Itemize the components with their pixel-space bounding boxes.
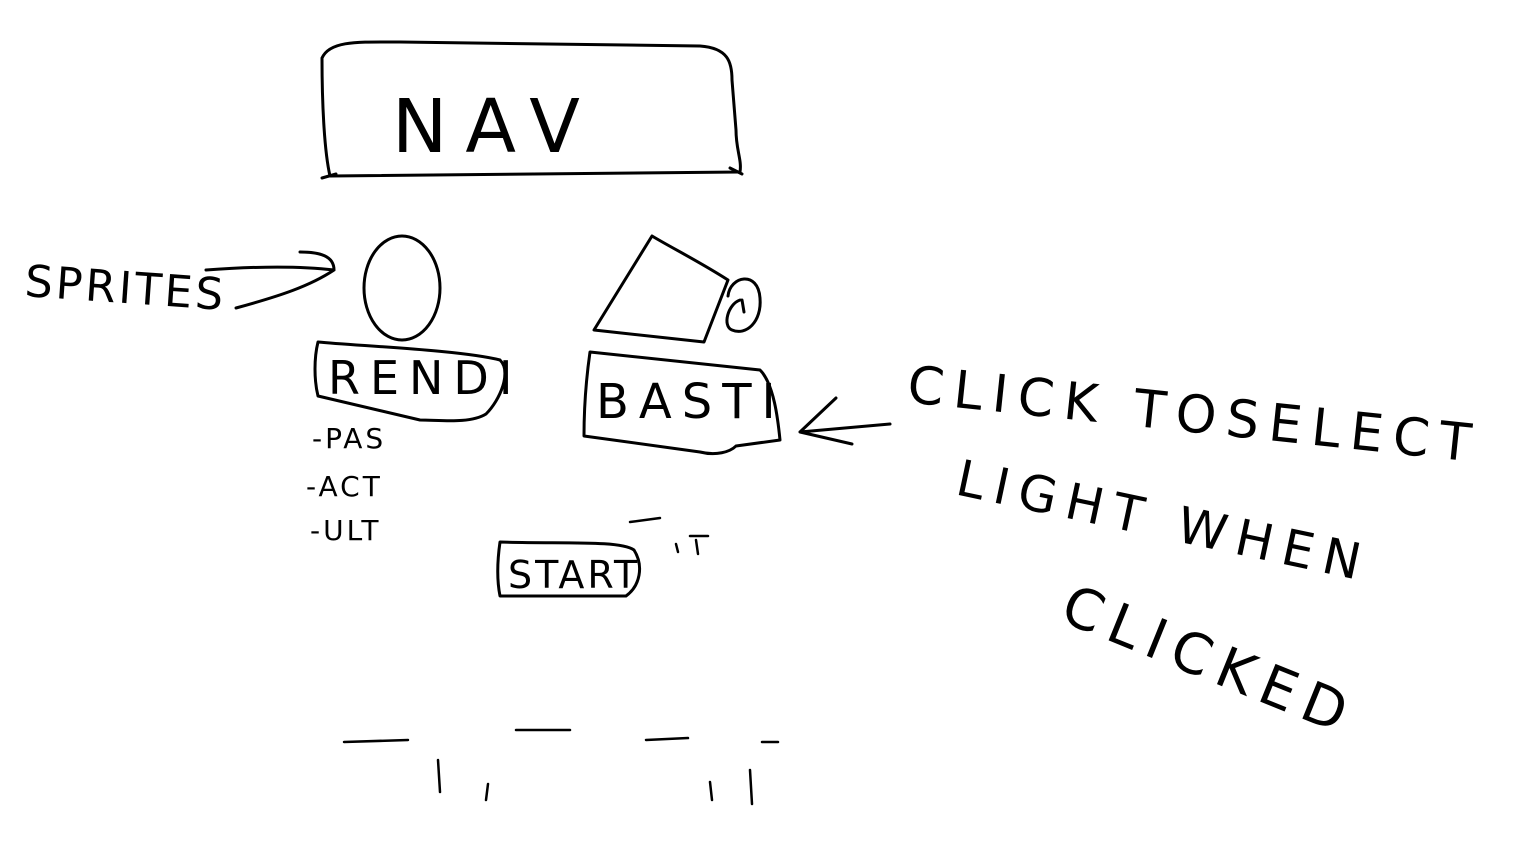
sprites-label: SPRITES bbox=[23, 256, 228, 321]
start-button[interactable]: START bbox=[496, 540, 642, 598]
sprite-egg bbox=[362, 234, 442, 342]
annotation-arrow bbox=[798, 396, 892, 446]
annotation-line2: LIGHT WHEN bbox=[952, 449, 1376, 593]
option-pas[interactable]: -PAS bbox=[312, 422, 386, 455]
sprites-callout: SPRITES bbox=[23, 250, 336, 321]
card-basti[interactable]: BASTI bbox=[582, 350, 786, 456]
sprite-blade bbox=[592, 234, 762, 344]
nav-bar[interactable]: NAV bbox=[320, 40, 744, 180]
stray-marks bbox=[628, 516, 710, 556]
sprites-arrow bbox=[204, 250, 336, 310]
card-rendi-label: RENDI bbox=[328, 351, 522, 405]
card-rendi[interactable]: RENDI bbox=[313, 340, 522, 423]
start-label: START bbox=[508, 553, 640, 597]
option-ult[interactable]: -ULT bbox=[310, 514, 381, 547]
card-basti-label: BASTI bbox=[596, 374, 786, 430]
nav-label: NAV bbox=[392, 84, 598, 170]
annotation-line3: CLICKED bbox=[1053, 573, 1366, 750]
annotation-note: CLICK TOSELECT LIGHT WHEN CLICKED bbox=[905, 355, 1484, 749]
option-act[interactable]: -ACT bbox=[306, 470, 383, 503]
rendi-options: -PAS -ACT -ULT bbox=[306, 422, 386, 547]
bottom-placeholder-marks bbox=[342, 728, 780, 806]
